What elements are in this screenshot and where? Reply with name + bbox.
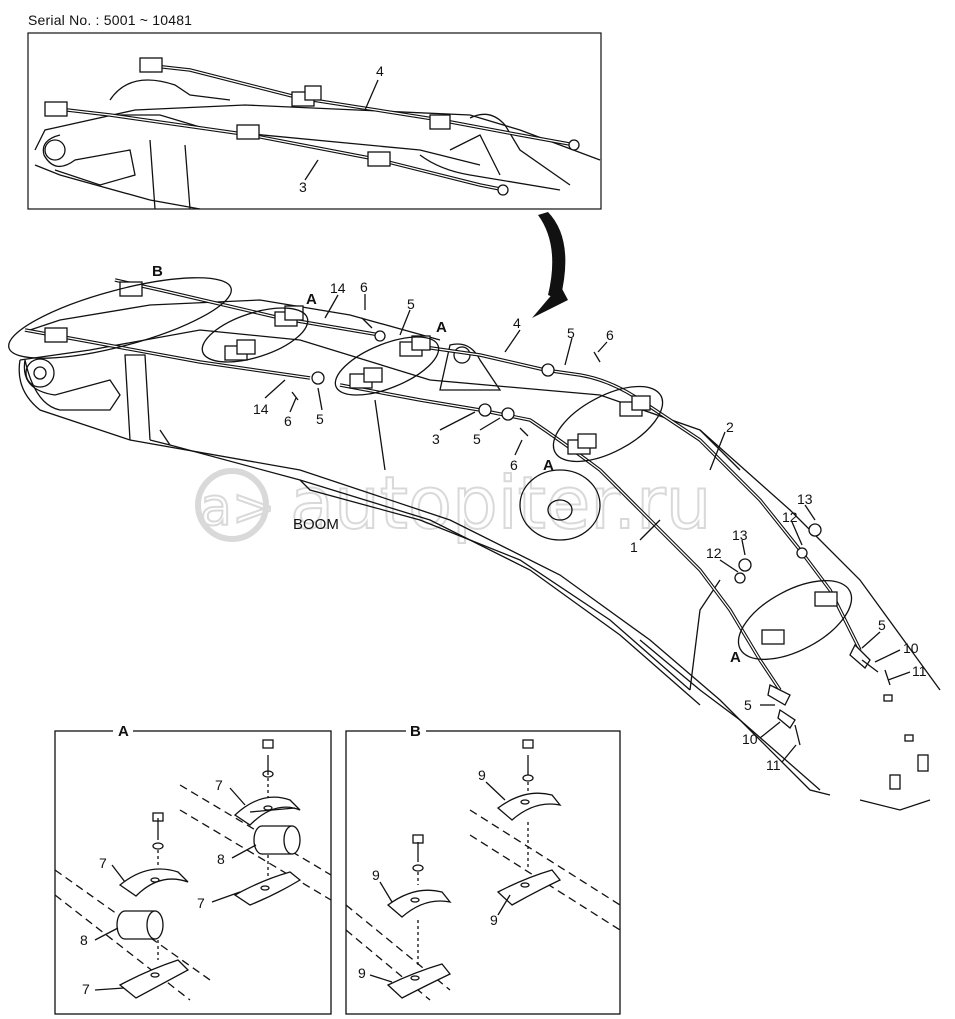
callout-5-left-tip: 5 — [744, 697, 752, 713]
callout-11-left-tip: 11 — [766, 757, 781, 773]
callout-3-main: 3 — [432, 431, 440, 447]
callout-2-main: 2 — [726, 419, 734, 435]
callout-A-main-3: A — [543, 457, 554, 474]
detail-a-callout-7-left: 7 — [99, 855, 107, 871]
detail-a-callout-8-bottom: 8 — [80, 932, 88, 948]
callout-13-right: 13 — [797, 491, 813, 507]
detail-b-callout-9-left: 9 — [372, 867, 380, 883]
callout-5-top-right: 5 — [567, 325, 575, 341]
callout-14-top: 14 — [330, 280, 346, 296]
detail-b-callout-9-mid: 9 — [490, 912, 498, 928]
detail-a-box — [54, 724, 332, 1015]
zoom-arrow — [532, 212, 568, 318]
detail-a-callout-7-mid: 7 — [197, 895, 205, 911]
callout-B-main: B — [152, 263, 163, 280]
callout-10-left-tip: 10 — [742, 731, 758, 747]
callout-5-top-left: 5 — [407, 296, 415, 312]
callout-1-main: 1 — [630, 539, 638, 555]
callout-12-left: 12 — [706, 545, 722, 561]
callout-5-right-tip: 5 — [878, 617, 886, 633]
svg-text:a>: a> — [200, 478, 275, 538]
callout-5-mid: 5 — [473, 431, 481, 447]
boom-main — [8, 277, 941, 811]
callout-4-main: 4 — [513, 315, 521, 331]
callout-A-main-1: A — [306, 291, 317, 308]
detail-a-callout-8-top: 8 — [217, 851, 225, 867]
callout-6-top-left: 6 — [360, 279, 368, 295]
inset-top — [27, 32, 602, 210]
detail-b-title: B — [410, 723, 421, 740]
detail-b-callout-9-top: 9 — [478, 767, 486, 783]
callout-14-bottom: 14 — [253, 401, 269, 417]
callout-11-right-tip: 11 — [912, 663, 927, 679]
callout-13-left: 13 — [732, 527, 748, 543]
callout-10-right-tip: 10 — [903, 640, 919, 656]
callout-3-inset: 3 — [299, 179, 307, 195]
callout-6-bottom-left: 6 — [284, 413, 292, 429]
detail-b-box — [345, 724, 621, 1015]
callout-12-right: 12 — [782, 509, 798, 525]
detail-b-callout-9-bottom: 9 — [358, 965, 366, 981]
callout-5-bottom-left: 5 — [316, 411, 324, 427]
callout-A-main-2: A — [436, 319, 447, 336]
detail-a-callout-7-bottom: 7 — [82, 981, 90, 997]
callout-A-main-4: A — [730, 649, 741, 666]
callout-4-inset: 4 — [376, 63, 384, 79]
boom-label: BOOM — [293, 516, 339, 533]
serial-number: Serial No. : 5001 ~ 10481 — [28, 12, 193, 28]
callout-6-mid: 6 — [510, 457, 518, 473]
detail-a-callout-7-top: 7 — [215, 777, 223, 793]
callout-6-top-right: 6 — [606, 327, 614, 343]
detail-a-title: A — [118, 723, 129, 740]
